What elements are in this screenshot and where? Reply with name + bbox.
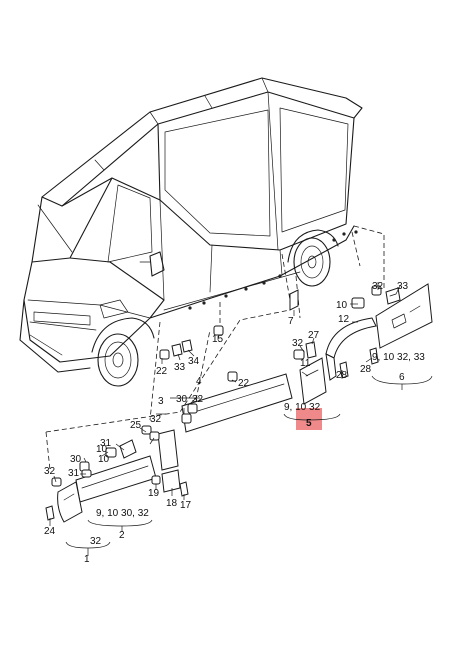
part-7-bracket: [289, 289, 299, 311]
callout-11: 11: [300, 358, 311, 369]
clip-34: [181, 339, 193, 353]
callout-7: 7: [288, 316, 294, 327]
clip-22-a: [159, 349, 170, 360]
callout-10-a: 10: [98, 454, 110, 465]
clip-32-c: [187, 403, 198, 414]
callout-17: 17: [180, 500, 192, 511]
clip-22-b: [227, 371, 238, 382]
part-11-arch-trim-lower: [299, 357, 327, 405]
clip-15: [213, 325, 224, 336]
clip-33-upper: [385, 287, 401, 305]
dashed-leaders: [45, 225, 385, 471]
callout-22-a: 22: [156, 366, 168, 377]
callout-32-d: 32: [150, 414, 162, 425]
callout-30-b: 30: [70, 454, 82, 465]
callout-24: 24: [44, 526, 56, 537]
part-3-panel: [157, 429, 179, 471]
van-illustration: [19, 77, 363, 387]
callout-33-b: 33: [174, 362, 186, 373]
part-6-rear-end-trim: [375, 283, 433, 349]
label-leaders: [49, 282, 433, 556]
clip-30-a: [181, 413, 192, 424]
callout-12: 12: [338, 314, 350, 325]
callout-10-b: 10: [96, 444, 108, 455]
callout-28-a: 28: [336, 370, 348, 381]
callout-32-c: 32: [192, 394, 204, 405]
callout-2: 2: [119, 530, 125, 541]
callout-10-r: 10: [336, 300, 348, 311]
callout-22-b: 22: [238, 378, 250, 389]
callout-33-top: 33: [397, 281, 409, 292]
callout-5: 5: [306, 418, 312, 429]
callout-group-6: 9, 10 32, 33: [372, 352, 425, 363]
clip-10-upper: [351, 297, 365, 309]
screw-24: [45, 505, 55, 521]
callout-labels: 33 32 10 12 9, 10 32, 33 6 28 28 7 27 32…: [44, 281, 425, 565]
callout-15: 15: [212, 334, 224, 345]
callout-32-mid: 32: [292, 338, 304, 349]
clip-31-a: [119, 439, 137, 459]
callout-6: 6: [399, 372, 405, 383]
callout-27: 27: [308, 330, 320, 341]
screw-28-b: [369, 347, 379, 365]
clip-33-b: [171, 343, 183, 357]
clip-32-d: [149, 431, 160, 441]
clip-32-e: [51, 477, 62, 487]
callout-group-5: 9, 10 32: [284, 402, 321, 413]
callout-32-e: 32: [44, 466, 56, 477]
callout-18: 18: [166, 498, 178, 509]
clip-25: [141, 425, 152, 435]
callout-group-1: 32: [90, 536, 102, 547]
part-19-clip: [151, 475, 161, 485]
callout-31-a: 31: [100, 438, 112, 449]
part-18-bracket: [161, 469, 181, 493]
callout-31-b: 31: [68, 468, 80, 479]
clip-32-upper: [371, 285, 382, 296]
callout-group-2: 9, 10 30, 32: [96, 508, 149, 519]
part-17-screw: [179, 481, 189, 497]
callout-3: 3: [158, 396, 164, 407]
clip-31-b: [81, 469, 92, 478]
clip-27: [305, 341, 317, 359]
callout-4: 4: [196, 376, 202, 387]
callout-25: 25: [130, 420, 142, 431]
callout-28-b: 28: [360, 364, 372, 375]
part-1-front-end-trim: [57, 481, 83, 523]
callout-34: 34: [188, 356, 200, 367]
callout-1: 1: [84, 554, 90, 565]
body-clip-dots: [188, 230, 358, 310]
highlight-part-5: [296, 408, 322, 430]
clip-32-mid: [293, 349, 305, 360]
callout-32-r1: 32: [372, 281, 384, 292]
callout-30-a: 30: [176, 394, 188, 405]
callout-19: 19: [148, 488, 160, 499]
part-12-wheel-arch: [325, 317, 377, 381]
clip-10-a: [105, 447, 117, 458]
